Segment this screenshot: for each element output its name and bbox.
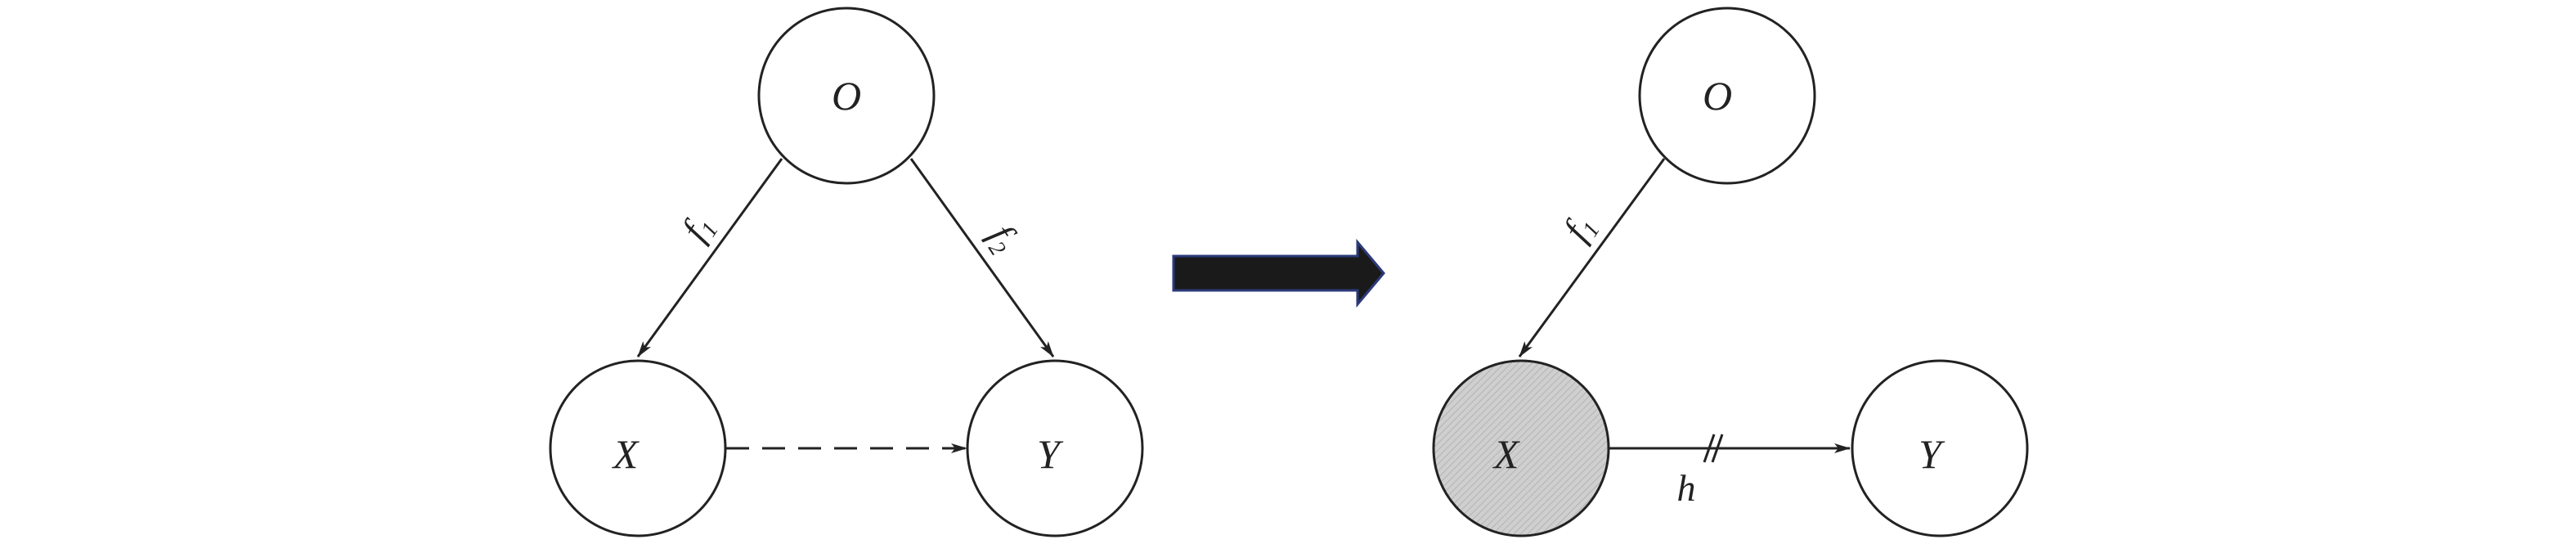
edge-label-f1-left: f1 <box>673 207 724 250</box>
right-diagram: f1 h O X Y <box>1432 7 2029 537</box>
node-label: Y <box>1037 431 1064 477</box>
edge-o-to-y <box>909 158 1055 357</box>
edge-label-f1-right: f1 <box>1555 207 1605 250</box>
edge-label-h: h <box>1677 467 1696 509</box>
edge-label-f2-left: f2 <box>977 217 1028 260</box>
edge-o-to-x-right <box>1518 158 1666 357</box>
node-y-right: Y <box>1851 359 2029 537</box>
node-label: X <box>612 431 640 477</box>
node-label: O <box>1703 73 1732 119</box>
node-label: O <box>832 73 861 119</box>
node-x-left: X <box>549 359 727 537</box>
double-slash-marker <box>1703 434 1724 463</box>
node-x-right-shaded: X <box>1432 359 1610 537</box>
node-o-right: O <box>1638 7 1816 185</box>
node-o-left: O <box>757 7 936 185</box>
node-y-left: Y <box>966 359 1144 537</box>
node-label: X <box>1492 431 1521 477</box>
arrow-right-icon <box>1172 238 1385 308</box>
left-diagram: f1 f2 O X Y <box>549 7 1144 537</box>
edge-o-to-x <box>636 158 783 357</box>
node-label: Y <box>1919 431 1945 477</box>
